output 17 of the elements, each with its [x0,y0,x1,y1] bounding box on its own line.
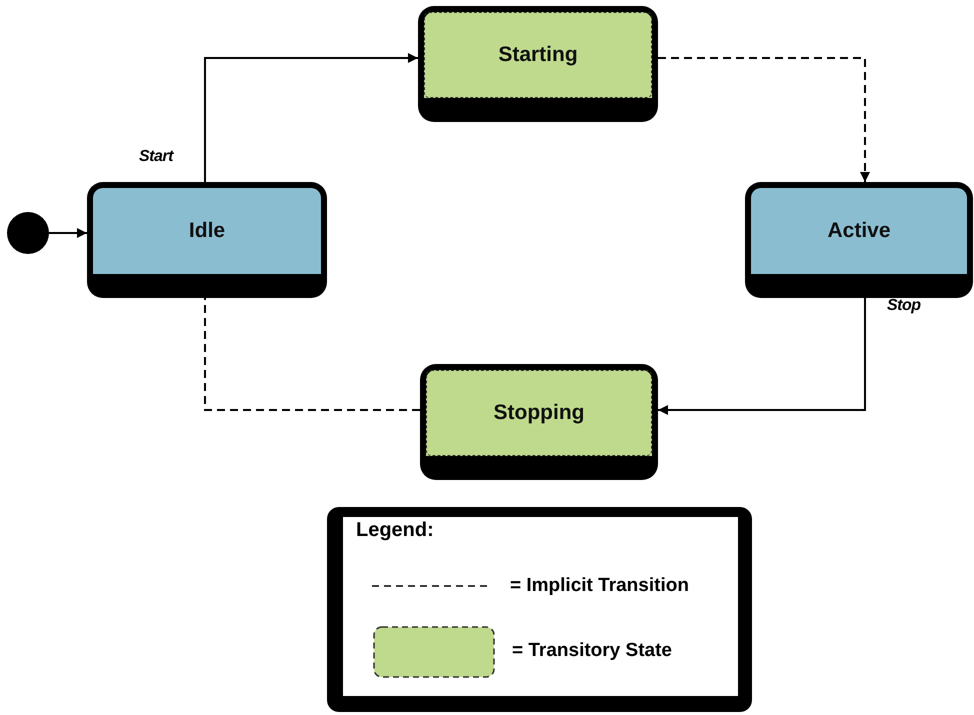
state-box [745,182,973,298]
edge-label: Stop [886,297,922,315]
arrow [49,228,87,238]
initial-state-dot [7,212,49,254]
legend-heading: Legend: [356,519,434,542]
arrow [658,298,866,415]
state-name: Active [827,219,891,243]
state-box [420,364,658,480]
state-name: Stopping [494,401,584,425]
dashed-arrow [658,57,870,182]
legend-text: = Implicit Transition [510,575,689,597]
arrow [204,53,418,182]
legend-text: = Transitory State [512,640,672,662]
state-name: Idle [188,219,226,243]
state-name: Starting [498,43,578,67]
state-box [418,6,658,122]
state-box [87,182,327,298]
